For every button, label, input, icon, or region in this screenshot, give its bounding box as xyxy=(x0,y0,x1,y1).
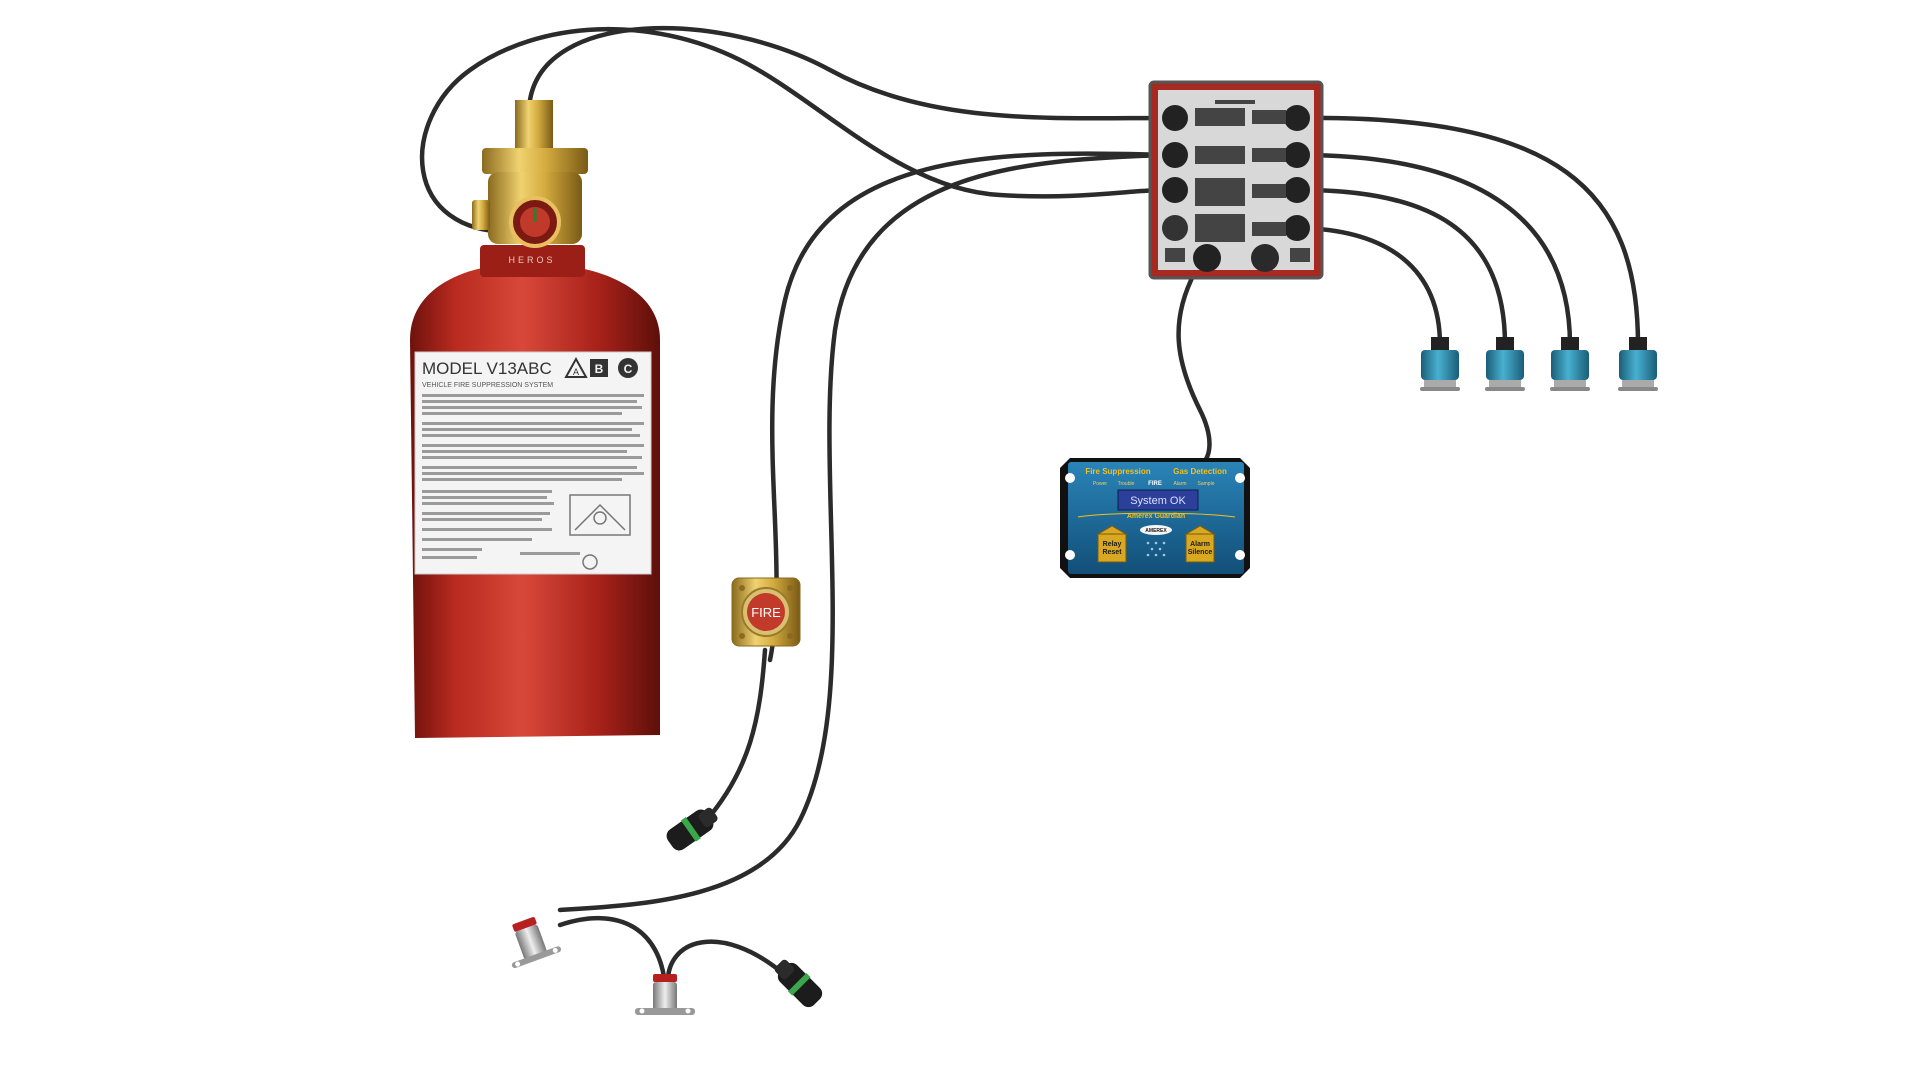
status-power: Power xyxy=(1093,481,1108,487)
class-b-square-icon xyxy=(590,359,608,377)
wire-detector-to-connector xyxy=(665,939,788,988)
wire-module-to-manual-button xyxy=(767,151,1168,663)
class-a-triangle-icon xyxy=(564,356,588,378)
module-port-labels xyxy=(1165,100,1310,262)
controller-led-grid xyxy=(1146,541,1166,557)
manual-fire-button-label: FIRE xyxy=(751,605,781,620)
junction-module xyxy=(1148,80,1324,280)
valve-collar xyxy=(482,148,588,174)
thermal-detector-1 xyxy=(511,917,562,969)
manual-fire-button[interactable] xyxy=(747,593,785,631)
class-c-letter: C xyxy=(624,362,633,376)
module-port-icon xyxy=(1162,142,1188,168)
thermal-detector-2 xyxy=(635,974,695,1015)
label-fine-print xyxy=(422,394,644,559)
module-port-icon xyxy=(1284,215,1310,241)
cylinder-subtitle: VEHICLE FIRE SUPPRESSION SYSTEM xyxy=(422,382,553,389)
wire-cylinder-loop xyxy=(419,26,1168,235)
wire-module-to-detector-1 xyxy=(1297,225,1443,348)
controller-title-left: Fire Suppression xyxy=(1085,467,1150,476)
amerex-logo-text: AMEREX xyxy=(1145,528,1167,534)
valve-side-fitting xyxy=(472,200,490,230)
controller-brand: Amerex Guardian xyxy=(1127,513,1185,520)
status-fire: FIRE xyxy=(1148,481,1162,487)
class-c-circle-icon xyxy=(618,358,638,378)
module-port-icon xyxy=(1284,142,1310,168)
cylinder-neck xyxy=(480,245,585,277)
module-port-icon xyxy=(1162,105,1188,131)
wire-module-to-linear-detectors xyxy=(557,152,1168,913)
wiring-harness xyxy=(419,25,1641,988)
module-port-icon xyxy=(1193,244,1221,272)
wire-module-to-detector-4 xyxy=(1297,115,1641,348)
label-diagram xyxy=(569,494,631,536)
cylinder-neck-text: HEROS xyxy=(508,255,555,265)
controller-title-right: Gas Detection xyxy=(1173,467,1227,476)
heat-detector-2 xyxy=(1485,337,1525,391)
wire-module-to-detector-3 xyxy=(1297,152,1573,348)
heat-detector-4 xyxy=(1618,337,1658,391)
wire-detector-branch xyxy=(557,915,668,988)
controller-status-row: Power Trouble FIRE Alarm Sample xyxy=(1093,481,1215,487)
amerex-logo xyxy=(1140,525,1172,535)
module-port-icon xyxy=(1284,105,1310,131)
controller-display xyxy=(1117,489,1199,511)
wire-manual-button-to-connector xyxy=(702,647,768,825)
class-b-letter: B xyxy=(595,362,604,376)
module-port-icon xyxy=(1162,177,1188,203)
connector-plug-1 xyxy=(666,807,718,851)
heat-detectors xyxy=(1420,337,1658,391)
manual-fire-button-assembly: FIRE xyxy=(731,577,801,647)
valve-stem xyxy=(515,100,553,155)
cylinder-label xyxy=(414,351,652,575)
wire-module-to-detector-2 xyxy=(1297,187,1508,348)
module-port-icon xyxy=(1251,244,1279,272)
module-bottom-ports xyxy=(1193,244,1279,272)
module-port-icon xyxy=(1284,177,1310,203)
cylinder-model: MODEL V13ABC xyxy=(422,359,552,378)
connector-plug-2 xyxy=(774,959,823,1008)
suppression-cylinder: HEROS MODEL V13ABC VEHICLE FIRE SUPPRESS… xyxy=(410,100,660,738)
module-right-ports xyxy=(1284,105,1310,241)
module-left-ports xyxy=(1162,105,1188,241)
certification-mark-icon xyxy=(582,554,598,570)
status-alarm: Alarm xyxy=(1173,481,1186,487)
controller-display-text: System OK xyxy=(1130,495,1186,507)
wire-cylinder-to-module xyxy=(527,25,1168,121)
module-port-icon xyxy=(1162,215,1188,241)
class-a-letter: A xyxy=(573,367,579,377)
status-trouble: Trouble xyxy=(1118,481,1135,487)
suppression-controller: Fire Suppression Gas Detection Power Tro… xyxy=(1060,458,1250,578)
heat-detector-1 xyxy=(1420,337,1460,391)
fire-class-icons: A B C xyxy=(564,356,638,378)
heat-detector-3 xyxy=(1550,337,1590,391)
status-sample: Sample xyxy=(1198,481,1215,487)
wire-module-to-controller xyxy=(1176,269,1212,468)
